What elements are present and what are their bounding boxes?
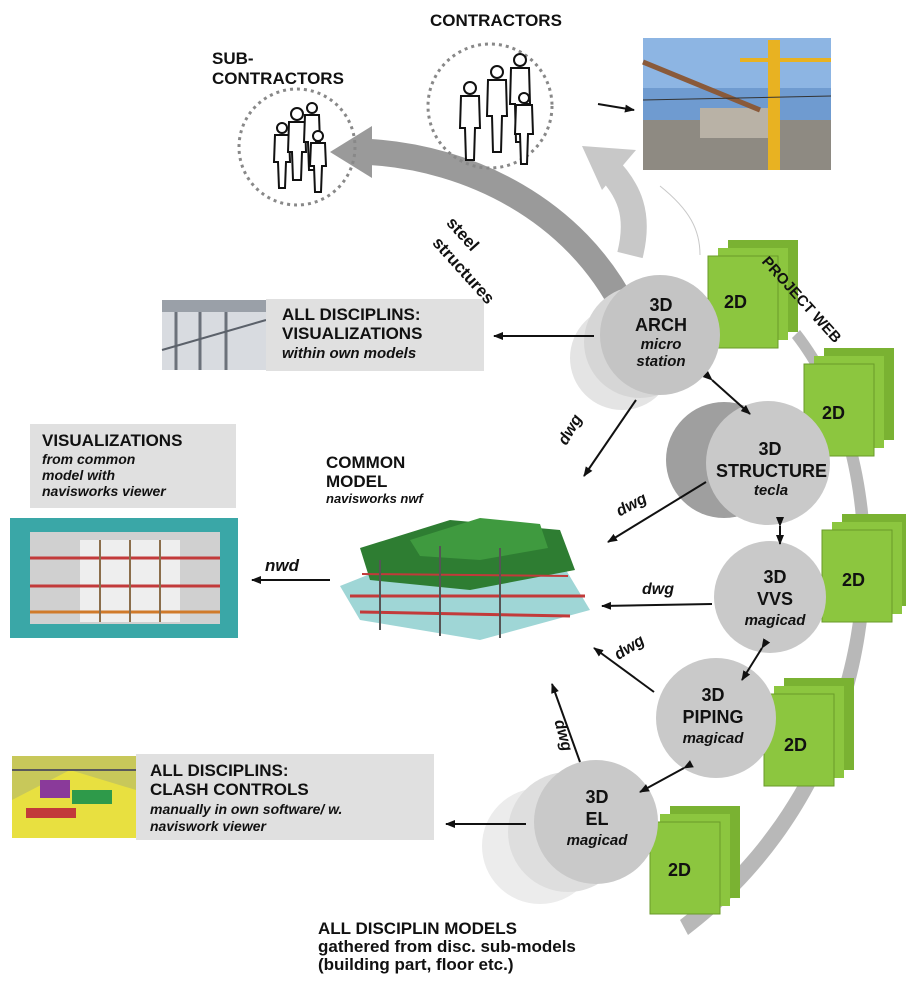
footer-line-2: gathered from disc. sub-models	[318, 937, 576, 956]
clash-sub-2: naviswork viewer	[150, 818, 266, 834]
piping-l1: 3D	[701, 685, 725, 705]
circle-el	[482, 760, 658, 904]
vis-title: VISUALIZATIONS	[42, 431, 183, 450]
common-model-title-1: COMMON	[326, 453, 406, 472]
el-sw: magicad	[566, 832, 628, 849]
clash-title-1: ALL DISCIPLINS:	[150, 761, 289, 780]
sheet-2d-arch	[707, 240, 798, 349]
vvs-l1: 3D	[763, 567, 787, 587]
vvs-l2: VVS	[756, 589, 794, 609]
all-vis-title-2: VISUALIZATIONS	[282, 324, 423, 343]
sheet-2d-piping	[763, 678, 854, 787]
sheet-label-el: 2D	[668, 860, 692, 880]
subcontractors-circle	[237, 87, 357, 207]
circle-piping	[656, 658, 776, 778]
section-visualization-image	[10, 518, 238, 638]
circle-vvs	[714, 541, 826, 653]
vis-sub-1: from common	[42, 451, 136, 467]
construction-site-photo	[642, 38, 832, 170]
arch-sw-2: station	[636, 353, 686, 370]
vis-sub-3: navisworks viewer	[42, 483, 166, 499]
visualizations-panel	[30, 424, 236, 508]
clash-control-image	[12, 756, 136, 838]
dwg-label-vvs: dwg	[642, 581, 674, 598]
arch-visualization-image	[161, 300, 267, 370]
structure-l2: STRUCTURE	[716, 461, 827, 481]
clash-controls-panel	[136, 754, 434, 840]
el-l1: 3D	[585, 787, 609, 807]
footer-line-1: ALL DISCIPLIN MODELS	[318, 919, 517, 938]
people-icon-contractors	[458, 53, 535, 165]
subcontractors-label-2: CONTRACTORS	[212, 69, 344, 88]
clash-sub-1: manually in own software/ w.	[150, 801, 343, 817]
structure-l1: 3D	[758, 439, 782, 459]
common-model-title-2: MODEL	[326, 472, 388, 491]
structure-sw: tecla	[753, 482, 789, 499]
nwd-label: nwd	[265, 556, 299, 575]
arrow-contractors-photo	[597, 103, 635, 113]
output-arrows	[251, 332, 594, 828]
sheet-2d-el	[649, 806, 740, 915]
vis-sub-2: model with	[42, 467, 116, 483]
arch-l1: 3D	[649, 295, 673, 315]
vvs-sw: magicad	[744, 612, 806, 629]
all-visualizations-panel	[266, 299, 484, 371]
contractors-band-arrow	[582, 146, 701, 259]
sheet-label-piping: 2D	[784, 735, 808, 755]
sheet-label-arch: 2D	[724, 292, 748, 312]
common-model-sub: navisworks nwf	[326, 491, 423, 506]
el-l2: EL	[585, 809, 609, 829]
sheet-label-structure: 2D	[822, 403, 846, 423]
subcontractors-band-arrow	[330, 126, 637, 316]
circle-arch	[570, 275, 720, 410]
arch-l2: ARCH	[635, 315, 687, 335]
footer-line-3: (building part, floor etc.)	[318, 955, 514, 974]
common-model-image	[340, 518, 590, 640]
all-vis-title-1: ALL DISCIPLINS:	[282, 305, 421, 324]
clash-title-2: CLASH CONTROLS	[150, 780, 309, 799]
sheet-label-vvs: 2D	[842, 570, 866, 590]
link-arrows	[639, 371, 784, 793]
piping-sw: magicad	[682, 730, 744, 747]
people-icon-subcontractors	[272, 102, 328, 193]
sheet-2d-vvs	[821, 514, 906, 623]
dwg-arrows	[551, 399, 713, 763]
contractors-label: CONTRACTORS	[430, 11, 562, 30]
arch-sw-1: micro	[640, 336, 682, 353]
contractors-circle	[426, 42, 554, 170]
sheet-2d-structure	[803, 348, 894, 457]
piping-l2: PIPING	[682, 707, 744, 727]
subcontractors-label-1: SUB-	[212, 49, 254, 68]
all-vis-sub: within own models	[282, 345, 417, 362]
